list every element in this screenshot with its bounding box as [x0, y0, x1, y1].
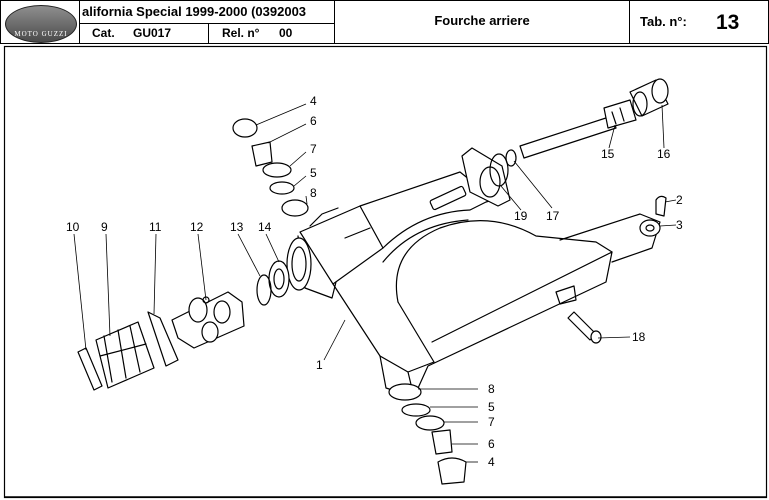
- bearing-7-lower: [415, 415, 445, 431]
- callout-4-lower: 4: [488, 455, 495, 469]
- circlip-13: [256, 274, 272, 306]
- universal-joint-12: [171, 291, 245, 349]
- bearing-14: [268, 260, 290, 298]
- callout-10: 10: [66, 220, 80, 234]
- callout-5-upper: 5: [310, 166, 317, 180]
- callout-1: 1: [316, 358, 323, 372]
- spacer-8-upper: [281, 199, 309, 217]
- leader-1: [323, 319, 346, 361]
- catalog-value: GU017: [133, 26, 172, 40]
- catalog-label: Cat.: [92, 26, 115, 40]
- callout-14: 14: [258, 220, 272, 234]
- callout-7-upper: 7: [310, 142, 317, 156]
- callout-15: 15: [601, 147, 615, 161]
- leader-6-upper: [267, 123, 307, 144]
- leader-14: [265, 233, 280, 263]
- callout-12: 12: [190, 220, 204, 234]
- leader-10: [73, 233, 87, 351]
- callout-8-upper: 8: [310, 186, 317, 200]
- leader-3: [659, 224, 677, 227]
- callout-8-lower: 8: [488, 382, 495, 396]
- upper-pivot-stack: [232, 118, 309, 217]
- leader-9: [105, 233, 111, 337]
- callout-6-upper: 6: [310, 114, 317, 128]
- ring-17: [505, 149, 517, 167]
- callout-3: 3: [676, 218, 683, 232]
- washer-5-upper: [269, 181, 295, 195]
- leader-19: [500, 185, 522, 211]
- release-label: Rel. n°: [222, 26, 260, 40]
- leader-18: [597, 336, 631, 339]
- leader-7-upper: [289, 151, 307, 167]
- pinch-bolt-2: [655, 195, 667, 217]
- clamp-11: [147, 311, 179, 367]
- bolt-18: [567, 311, 602, 344]
- callout-4-upper: 4: [310, 94, 317, 108]
- final-drive-flange: [461, 147, 511, 207]
- leader-8-upper: [305, 195, 308, 205]
- release-value: 00: [279, 26, 293, 40]
- callout-7-lower: 7: [488, 415, 495, 429]
- callout-19: 19: [514, 209, 528, 223]
- leader-5-upper: [293, 175, 307, 187]
- callout-16: 16: [657, 147, 671, 161]
- callout-13: 13: [230, 220, 244, 234]
- washer-5-lower: [401, 403, 431, 417]
- callout-11: 11: [149, 220, 162, 234]
- callout-2: 2: [676, 193, 683, 207]
- brand-logo-text: MOTO GUZZI: [14, 30, 68, 38]
- table-label: Tab. n°:: [640, 14, 687, 29]
- pivot-pin-6-lower: [431, 429, 453, 455]
- pivot-cap-4-lower: [437, 457, 467, 485]
- section-title: Fourche arriere: [434, 13, 530, 28]
- logo-cell: MOTO GUZZI: [0, 0, 80, 44]
- pivot-cap-4-upper: [232, 118, 258, 138]
- leader-12: [197, 233, 207, 301]
- clamp-10: [77, 347, 103, 391]
- brand-logo: MOTO GUZZI: [5, 5, 77, 43]
- swingarm-body: [286, 171, 661, 398]
- leader-4-upper: [255, 103, 307, 126]
- leader-11: [153, 233, 157, 315]
- rubber-boot-9: [95, 321, 155, 389]
- callout-9: 9: [101, 220, 108, 234]
- drive-shaft: [519, 99, 637, 159]
- callout-6-lower: 6: [488, 437, 495, 451]
- section-title-cell: [334, 0, 630, 44]
- spacer-8-lower: [388, 383, 422, 401]
- leader-lines: [73, 103, 677, 463]
- leader-15: [608, 124, 616, 149]
- drawing-border: [3, 45, 768, 499]
- callout-labels: 4 6 7 5 8 2 3 15 16 17 19 18 1 8 5 7 6 4…: [66, 94, 683, 469]
- shaft-sleeve: [629, 78, 669, 117]
- pivot-pin-6-upper: [251, 141, 273, 167]
- leader-17: [513, 160, 553, 209]
- callout-17: 17: [546, 209, 560, 223]
- leader-13: [237, 233, 261, 277]
- nut-3: [639, 219, 661, 237]
- callout-18: 18: [632, 330, 646, 344]
- oring-19: [489, 153, 509, 187]
- table-number: 13: [716, 11, 740, 34]
- table-number-cell: [629, 0, 769, 44]
- model-title: alifornia Special 1999-2000 (0392003: [82, 4, 307, 19]
- callout-5-lower: 5: [488, 400, 495, 414]
- bearing-7-upper: [262, 162, 292, 178]
- leader-16: [661, 104, 665, 149]
- lower-pivot-stack: [388, 383, 467, 485]
- leader-2: [664, 199, 677, 203]
